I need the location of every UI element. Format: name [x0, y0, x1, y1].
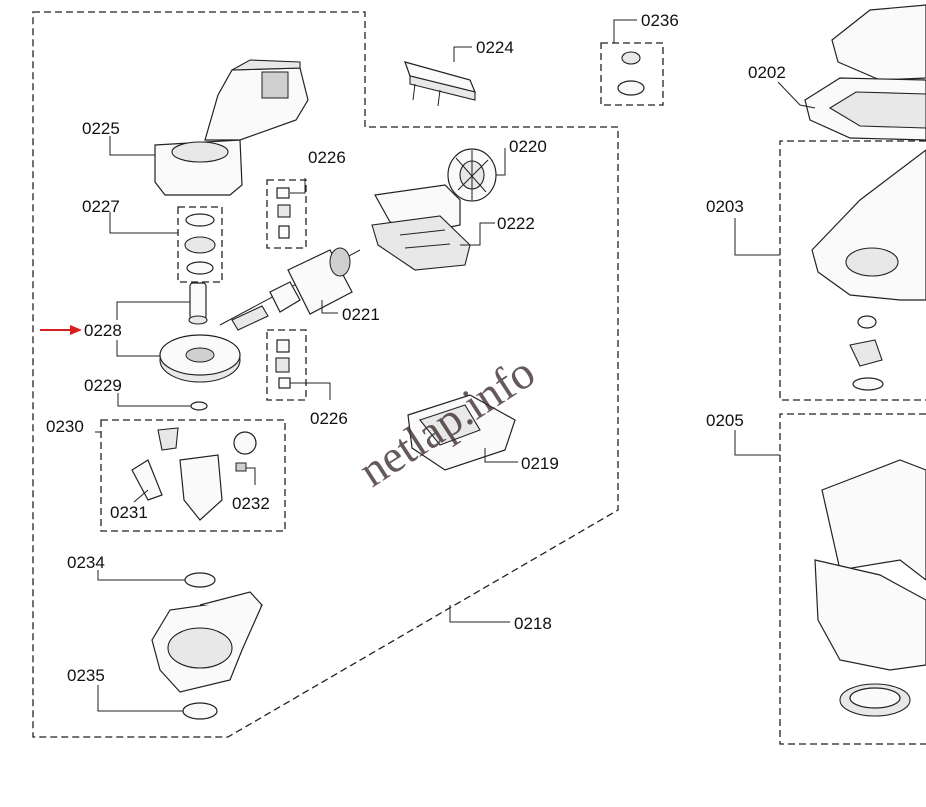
part-0201-lid	[831, 4, 926, 81]
label-0234: 0234	[67, 553, 105, 572]
label-0236: 0236	[641, 11, 679, 30]
leader-0229	[117, 393, 191, 407]
part-0227-bearings	[184, 213, 216, 275]
leader-0205	[734, 430, 780, 456]
label-0231: 0231	[110, 503, 148, 522]
label-0232: 0232	[232, 494, 270, 513]
leader-0224	[453, 46, 472, 62]
leader-0234	[97, 570, 185, 581]
part-0203-upper-body	[811, 149, 926, 391]
label-0230: 0230	[46, 417, 84, 436]
part-0221-armature	[219, 247, 361, 331]
label-0225: 0225	[82, 119, 120, 138]
label-0222: 0222	[497, 214, 535, 233]
group-0230-outline	[100, 419, 286, 532]
part-0236-seals	[617, 51, 645, 96]
label-0218: 0218	[514, 614, 552, 633]
leader-0219	[484, 448, 518, 463]
label-0229: 0229	[84, 376, 122, 395]
leader-0221	[321, 300, 338, 314]
label-0221: 0221	[342, 305, 380, 324]
leader-0226b	[290, 382, 331, 400]
label-0202: 0202	[748, 63, 786, 82]
label-0203: 0203	[706, 197, 744, 216]
leader-0236	[613, 19, 637, 43]
group-0205-outline	[779, 413, 926, 745]
group-0236-outline	[600, 42, 664, 106]
part-0205-lower-body	[814, 459, 926, 717]
part-0228-bevel-gear	[159, 334, 241, 383]
part-0229-washer	[190, 401, 208, 411]
leader-0228-upper	[116, 301, 190, 320]
label-0205: 0205	[706, 411, 744, 430]
leader-0231	[133, 489, 149, 503]
part-0222-stator	[371, 184, 471, 271]
part-0234-ring	[184, 572, 216, 588]
leader-0203	[734, 218, 780, 256]
part-0235-base	[151, 591, 263, 720]
label-0226a: 0226	[308, 148, 346, 167]
part-0230-gear-assembly	[131, 427, 257, 521]
label-0227: 0227	[82, 197, 120, 216]
leader-0232	[246, 467, 256, 485]
leader-0227	[109, 212, 178, 234]
part-0202-ring	[804, 77, 926, 141]
group-0203-outline	[779, 140, 926, 401]
leader-0220	[496, 148, 506, 176]
leader-0225	[109, 136, 155, 156]
label-0235: 0235	[67, 666, 105, 685]
group-0227-outline	[177, 206, 223, 283]
part-0226-brushes-top	[276, 187, 291, 239]
leader-0226a	[290, 178, 306, 194]
label-0220: 0220	[509, 137, 547, 156]
label-0228: 0228	[84, 321, 122, 340]
group-0226a-outline	[266, 179, 307, 249]
leader-0222	[460, 222, 495, 246]
group-0226b-outline	[266, 329, 307, 401]
part-0225-housing	[154, 59, 309, 196]
part-0219-module	[407, 394, 516, 471]
leader-0218	[449, 605, 510, 623]
group-0218-outline	[32, 11, 619, 738]
part-0228-shaft	[188, 282, 208, 325]
part-0226-brushes-bottom	[275, 339, 291, 389]
label-0226b: 0226	[310, 409, 348, 428]
part-0224-switch	[404, 61, 477, 107]
leader-0228-lower	[116, 340, 160, 357]
part-0220-fan	[447, 148, 497, 202]
label-0219: 0219	[521, 454, 559, 473]
highlight-arrow	[40, 325, 82, 335]
label-0224: 0224	[476, 38, 514, 57]
leader-0202	[777, 81, 816, 109]
leader-0235	[97, 685, 183, 712]
